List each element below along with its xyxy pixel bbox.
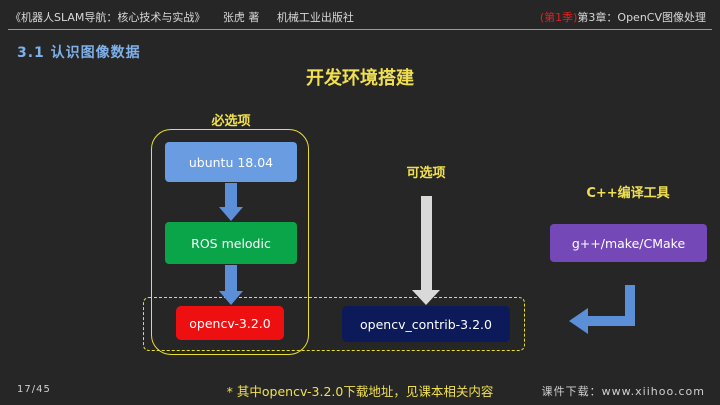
arrow-ros-to-opencv	[219, 265, 243, 305]
book-title: 《机器人SLAM导航：核心技术与实战》	[10, 11, 206, 24]
main-title: 开发环境搭建	[306, 68, 414, 89]
opencv-node: opencv-3.2.0	[176, 306, 284, 340]
required-label: 必选项	[211, 114, 251, 129]
arrow-optional-to-contrib	[412, 196, 440, 305]
opencv-contrib-node: opencv_contrib-3.2.0	[342, 306, 510, 342]
footer-note: * 其中opencv-3.2.0下载地址，见课本相关内容	[226, 384, 494, 399]
compiler-node: g++/make/CMake	[550, 224, 707, 262]
author: 张虎 著	[222, 11, 260, 24]
publisher: 机械工业出版社	[276, 11, 354, 24]
opencv-group-frame	[143, 297, 525, 351]
section-title: 3.1 认识图像数据	[17, 45, 141, 61]
optional-label: 可选项	[406, 166, 446, 181]
page-number: 17/45	[17, 384, 51, 395]
ros-node: ROS melodic	[165, 222, 297, 264]
arrow-ubuntu-to-ros	[219, 183, 243, 221]
header-right: (第1季)第3章：OpenCV图像处理	[540, 9, 706, 25]
compiler-label: C++编译工具	[586, 186, 670, 201]
chapter-label: 第3章：OpenCV图像处理	[577, 11, 706, 24]
season-label: (第1季)	[539, 11, 578, 24]
header-divider	[8, 29, 712, 30]
download-link[interactable]: 课件下载：www.xiihoo.com	[541, 385, 705, 398]
ubuntu-node: ubuntu 18.04	[165, 142, 297, 182]
arrow-compiler-to-opencv	[569, 285, 635, 334]
header-left: 《机器人SLAM导航：核心技术与实战》 张虎 著 机械工业出版社	[10, 9, 368, 25]
required-frame	[151, 129, 309, 355]
